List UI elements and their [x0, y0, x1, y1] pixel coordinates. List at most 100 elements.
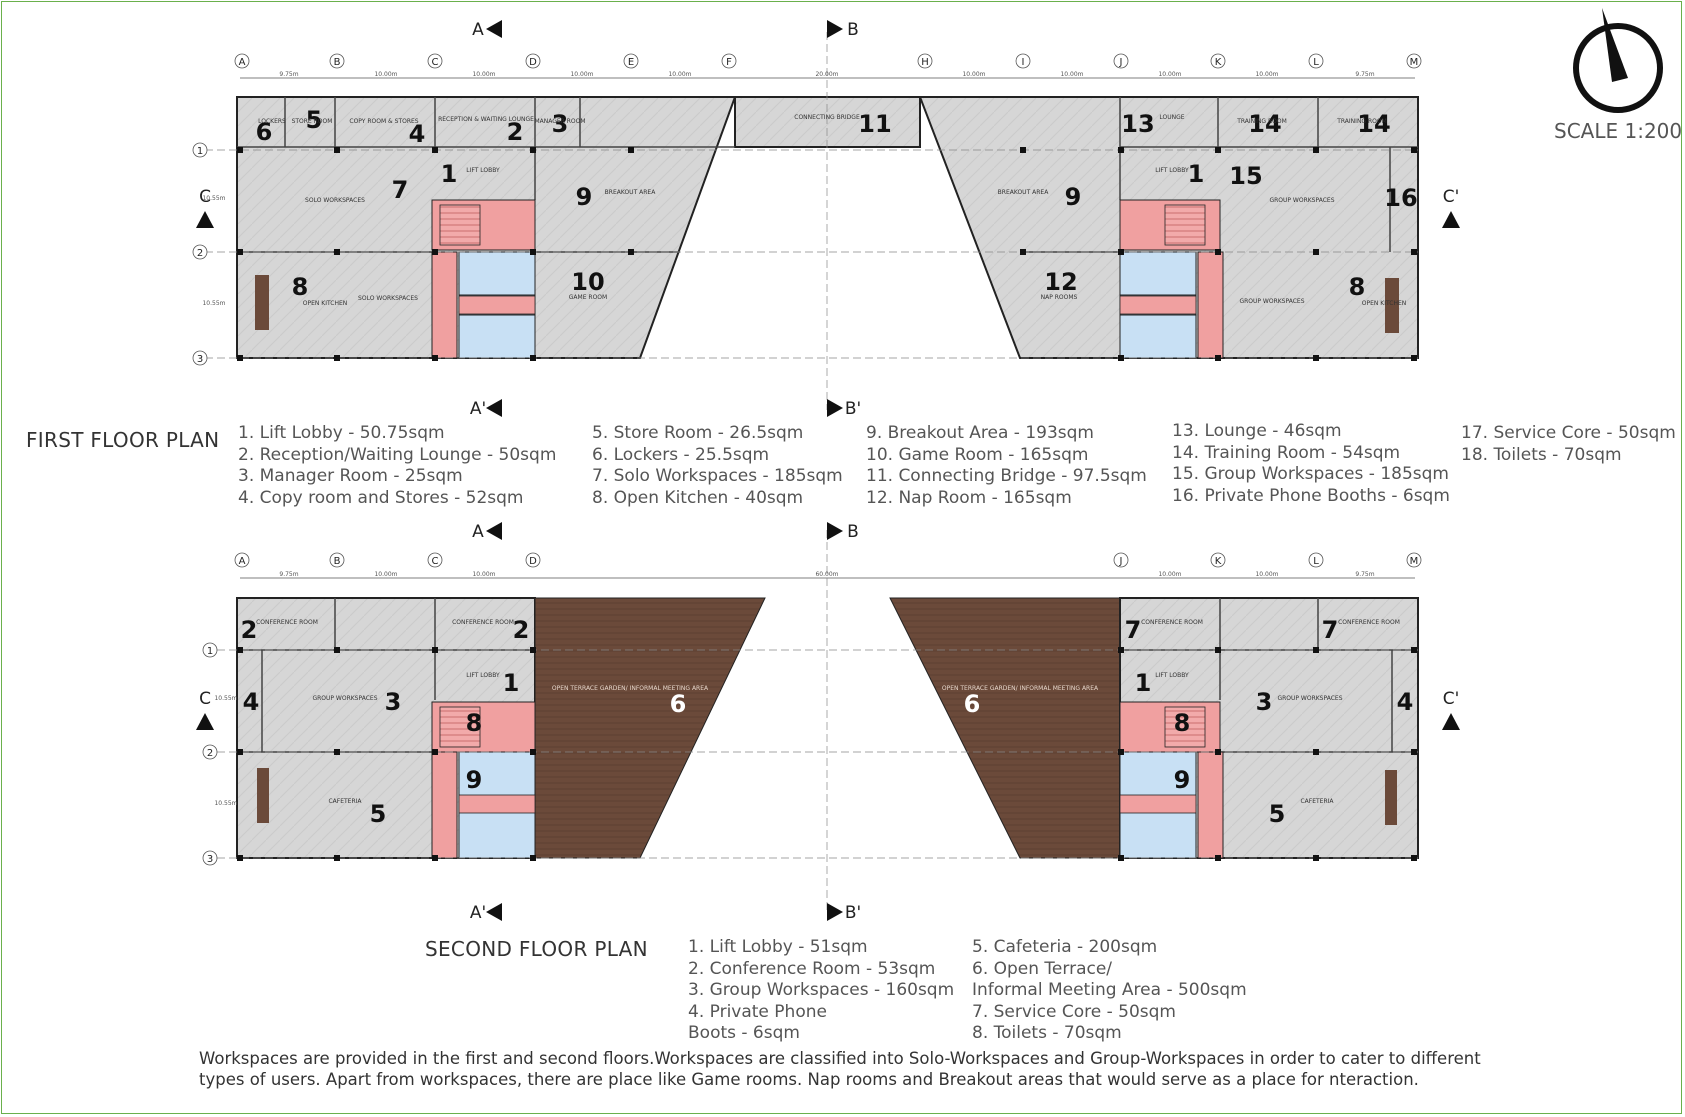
grid-label: M: [1410, 57, 1419, 68]
column: [1215, 855, 1221, 861]
grid-label: K: [1215, 57, 1222, 68]
grid-label: H: [921, 57, 929, 68]
room-label: OPEN TERRACE GARDEN/ INFORMAL MEETING AR…: [552, 685, 709, 692]
grid-bubble: [234, 552, 250, 568]
second-floor-plan: [205, 530, 1419, 910]
legend-item: 8. Toilets - 70sqm: [972, 1023, 1122, 1043]
room-number: 9: [1065, 183, 1082, 211]
legend-item: 4. Copy room and Stores - 52sqm: [238, 487, 524, 508]
room-number: 6: [256, 118, 273, 146]
column: [530, 355, 536, 361]
column: [1411, 647, 1417, 653]
grid-bubble: [917, 53, 933, 69]
section-label: C: [199, 689, 211, 709]
section-label: B: [847, 20, 859, 40]
room-number: 11: [858, 110, 891, 138]
legend-item: 15. Group Workspaces - 185sqm: [1172, 464, 1449, 484]
legend-item: 3. Group Workspaces - 160sqm: [688, 980, 955, 1000]
dimension-label: 10.00m: [570, 71, 593, 78]
grid-bubble: [329, 53, 345, 69]
column: [1411, 147, 1417, 153]
legend-item: 12. Nap Room - 165sqm: [866, 487, 1072, 508]
room-number: 16: [1384, 184, 1417, 212]
column: [334, 355, 340, 361]
room-number: 7: [1125, 616, 1142, 644]
room-number: 2: [513, 616, 530, 644]
section-label: B': [845, 903, 861, 923]
room-label: LIFT LOBBY: [466, 167, 500, 174]
grid-bubble: [525, 53, 541, 69]
column: [1313, 147, 1319, 153]
room-number: 5: [1269, 800, 1286, 828]
column: [1020, 249, 1026, 255]
grid-bubble: [329, 552, 345, 568]
grid-label: A: [239, 57, 246, 68]
room-number: 8: [466, 709, 483, 737]
room-label: CONFERENCE ROOM: [1141, 619, 1203, 626]
legend-item: 2. Reception/Waiting Lounge - 50sqm: [238, 444, 557, 465]
legend-item: 3. Manager Room - 25sqm: [238, 466, 463, 486]
section-label: A: [472, 522, 484, 542]
column: [1313, 749, 1319, 755]
grid-bubble: [192, 244, 208, 260]
legend-item: 4. Private Phone: [688, 1001, 827, 1022]
grid-label: 2: [197, 248, 203, 259]
room-label: SOLO WORKSPACES: [358, 295, 418, 302]
dimension-label: 9.75m: [1355, 71, 1374, 78]
grid-label: B: [334, 57, 341, 68]
room-number: 1: [503, 669, 520, 697]
room-number: 3: [1256, 688, 1273, 716]
dimension-label: 10.55m: [202, 300, 225, 307]
grid-bubble: [427, 53, 443, 69]
legend-item: 6. Lockers - 25.5sqm: [592, 444, 770, 465]
column: [237, 749, 243, 755]
dimension-label: 10.55m: [214, 800, 237, 807]
column: [334, 147, 340, 153]
section-marker-icon: [1442, 713, 1460, 730]
dimension-label: 10.00m: [668, 71, 691, 78]
room-number: 8: [292, 273, 309, 301]
room-label: CONFERENCE ROOM: [256, 619, 318, 626]
column: [1313, 855, 1319, 861]
section-label: C': [1443, 689, 1460, 709]
legend-item: 18. Toilets - 70sqm: [1461, 444, 1622, 465]
dimension-label: 9.75m: [279, 71, 298, 78]
section-label: C': [1443, 187, 1460, 207]
column: [237, 249, 243, 255]
grid-bubble: [1308, 552, 1324, 568]
legend-item: 17. Service Core - 50sqm: [1461, 423, 1676, 443]
room-number: 4: [409, 120, 426, 148]
north-arrow-icon: [1573, 8, 1663, 113]
grid-label: 1: [207, 646, 213, 657]
column: [1313, 249, 1319, 255]
room-label: RECEPTION & WAITING LOUNGE: [438, 116, 534, 123]
column: [432, 749, 438, 755]
dimension-label: 60.00m: [815, 571, 838, 578]
column: [1411, 355, 1417, 361]
room-number: 14: [1357, 110, 1390, 138]
legend-item: 1. Lift Lobby - 50.75sqm: [238, 423, 445, 443]
dimension-label: 10.55m: [214, 695, 237, 702]
dimension-label: 20.00m: [815, 71, 838, 78]
room-number: 14: [1248, 110, 1281, 138]
legend-item: 8. Open Kitchen - 40sqm: [592, 487, 804, 508]
column: [1020, 147, 1026, 153]
room-label: STORE ROOM: [292, 118, 333, 125]
column: [237, 647, 243, 653]
column: [1411, 249, 1417, 255]
column: [530, 855, 536, 861]
grid-bubble: [1015, 53, 1031, 69]
room-number: 8: [1174, 709, 1191, 737]
room-number: 7: [392, 176, 409, 204]
grid-label: C: [432, 556, 439, 567]
grid-label: L: [1313, 57, 1319, 68]
grid-bubble: [1406, 53, 1422, 69]
room-number: 4: [1397, 688, 1414, 716]
room-label: CAFETERIA: [1300, 798, 1334, 805]
